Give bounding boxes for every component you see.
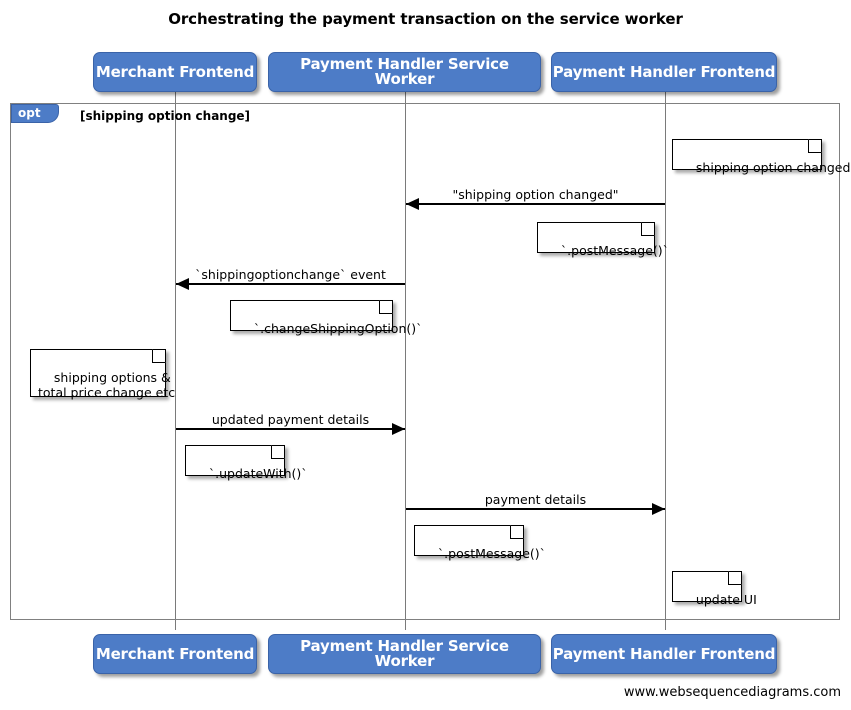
note-text: `.updateWith()` — [208, 466, 308, 481]
participant-bottom-payment-handler-frontend[interactable]: Payment Handler Frontend — [551, 634, 777, 674]
note-update-ui: update UI — [672, 571, 757, 607]
footer-credit: www.websequencediagrams.com — [623, 685, 841, 700]
message-label-payment-details: payment details — [484, 492, 587, 507]
participant-top-merchant-frontend[interactable]: Merchant Frontend — [93, 52, 257, 92]
note-text: update UI — [695, 592, 757, 607]
note-text: `.postMessage()` — [437, 546, 546, 561]
participant-top-payment-handler-service-worker[interactable]: Payment Handler Service Worker — [268, 52, 541, 92]
lifeline-payment-handler-frontend — [665, 90, 666, 630]
lifeline-merchant-frontend — [175, 90, 176, 630]
note-fold-icon — [271, 445, 285, 459]
participant-bottom-payment-handler-service-worker[interactable]: Payment Handler Service Worker — [268, 634, 541, 674]
note-fold-icon — [728, 571, 742, 585]
lifeline-payment-handler-service-worker — [405, 90, 406, 630]
fragment-opt-frame — [10, 103, 840, 620]
note-update-with: `.updateWith()` — [185, 445, 308, 481]
note-text: `.postMessage()` — [560, 243, 669, 258]
message-line-shippingoptionchange-event — [176, 283, 405, 285]
message-line-payment-details — [406, 508, 665, 510]
message-label-shipping-option-changed: "shipping option changed" — [452, 187, 619, 202]
message-arrowhead-payment-details — [652, 503, 665, 515]
note-text: shipping options & total price change et… — [38, 370, 176, 400]
message-label-updated-payment-details: updated payment details — [211, 412, 370, 427]
note-fold-icon — [152, 349, 166, 363]
fragment-opt-tag: opt — [11, 104, 59, 123]
participant-bottom-merchant-frontend[interactable]: Merchant Frontend — [93, 634, 257, 674]
note-fold-icon — [808, 139, 822, 153]
note-fold-icon — [510, 525, 524, 539]
message-line-updated-payment-details — [176, 428, 405, 430]
note-postmessage-1: `.postMessage()` — [537, 222, 669, 258]
note-shipping-option-changed: shipping option changed — [672, 139, 850, 175]
message-arrowhead-shipping-option-changed — [406, 198, 419, 210]
note-text: shipping option changed — [695, 160, 851, 175]
message-arrowhead-shippingoptionchange-event — [176, 278, 189, 290]
note-postmessage-2: `.postMessage()` — [414, 525, 546, 561]
note-text: `.changeShippingOption()` — [253, 321, 423, 336]
note-change-shipping-option: `.changeShippingOption()` — [230, 300, 422, 336]
message-label-shippingoptionchange-event: `shippingoptionchange` event — [195, 267, 386, 282]
message-line-shipping-option-changed — [406, 203, 665, 205]
message-arrowhead-updated-payment-details — [392, 423, 405, 435]
participant-top-payment-handler-frontend[interactable]: Payment Handler Frontend — [551, 52, 777, 92]
note-fold-icon — [641, 222, 655, 236]
note-fold-icon — [379, 300, 393, 314]
fragment-opt-condition: [shipping option change] — [80, 109, 251, 123]
page-title: Orchestrating the payment transaction on… — [168, 10, 683, 28]
note-shipping-options-total-price: shipping options & total price change et… — [30, 349, 175, 400]
